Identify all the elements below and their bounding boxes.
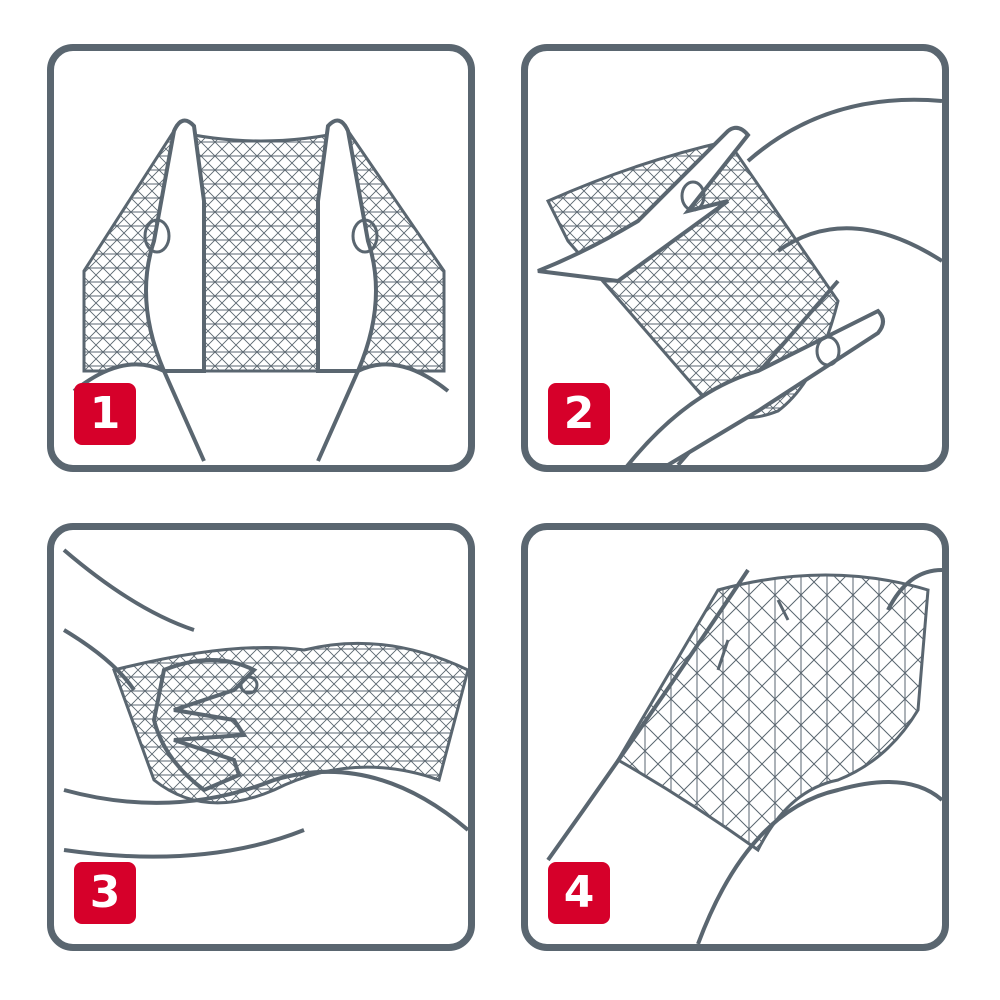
mesh-bandage	[82, 129, 446, 373]
left-hand	[144, 118, 206, 373]
step-panel-1: 1	[47, 44, 475, 472]
right-hand	[316, 118, 378, 373]
upper-thumb	[680, 180, 706, 212]
step-number-badge-2: 2	[548, 383, 610, 445]
step-2-illustration	[537, 97, 942, 465]
step-panel-2: 2	[521, 44, 949, 472]
smoothing-hand	[151, 658, 258, 793]
step-number-badge-4: 4	[548, 862, 610, 924]
step-number-badge-3: 3	[74, 862, 136, 924]
step-number-badge-1: 1	[74, 383, 136, 445]
step-number-2: 2	[563, 388, 595, 439]
fold-mark	[716, 599, 790, 671]
step-1-illustration	[72, 118, 450, 462]
step-number-3: 3	[89, 867, 121, 918]
upper-hand	[537, 125, 751, 284]
right-arm	[316, 362, 450, 462]
step-number-1: 1	[89, 388, 121, 439]
mesh-bandage	[615, 573, 930, 853]
left-thumb	[143, 218, 171, 254]
step-panel-4: 4	[521, 523, 949, 951]
step-number-4: 4	[563, 867, 595, 918]
step-panel-3: 3	[47, 523, 475, 951]
step-4-illustration	[546, 568, 942, 944]
step-3-illustration	[62, 548, 468, 859]
lower-hand	[625, 308, 885, 465]
fingertip	[239, 675, 259, 695]
right-thumb	[351, 218, 379, 254]
lower-thumb	[815, 335, 841, 367]
mesh-bandage	[112, 641, 468, 805]
